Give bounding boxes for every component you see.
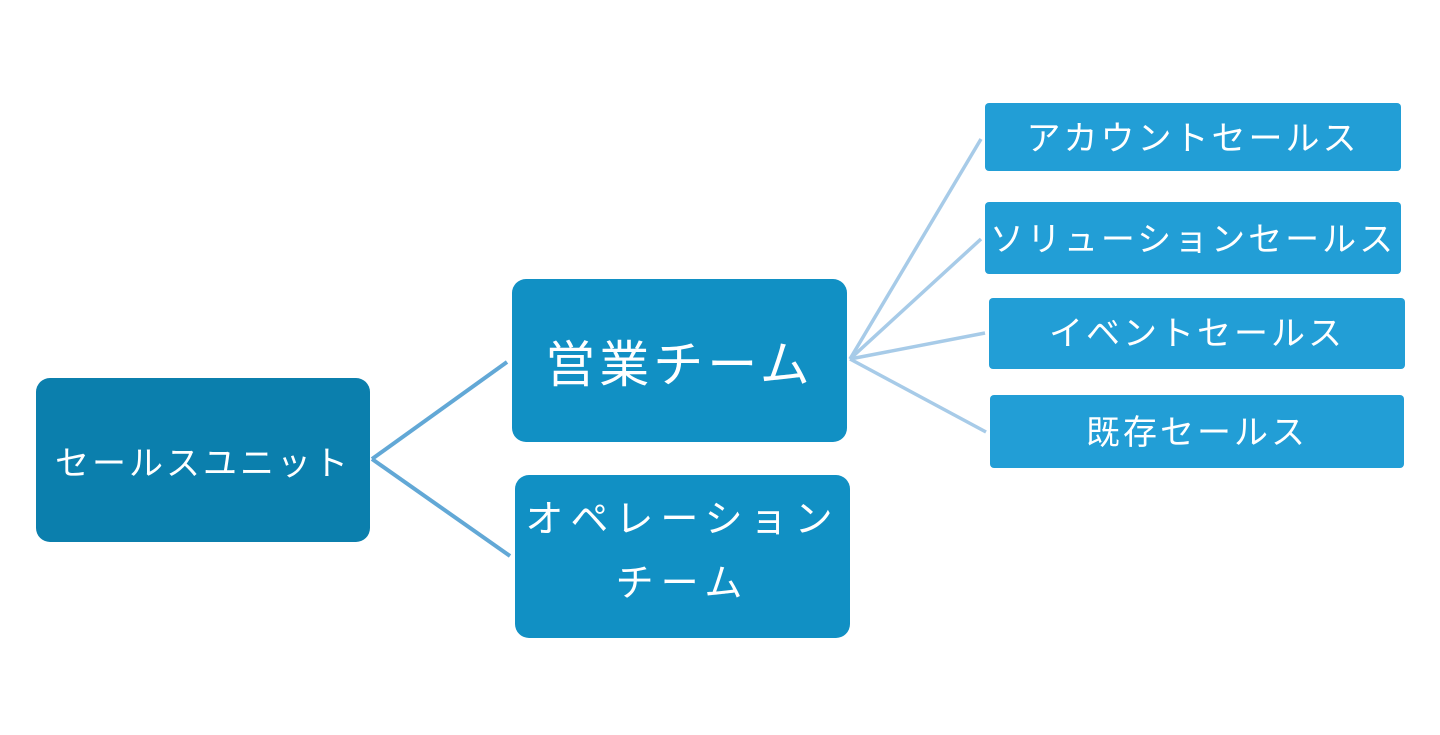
existing-sales-label: 既存セールス [1086, 413, 1308, 453]
connector-root-to-sales-team [370, 360, 509, 461]
node-existing-sales: 既存セールス [990, 395, 1404, 468]
solution-sales-label: ソリューションセールス [989, 220, 1397, 260]
connector-sales-to-event-sales [849, 331, 986, 361]
operations-team-label-line1: オペレーション [525, 496, 840, 541]
root-node-sales-unit: セールスユニット [36, 378, 370, 542]
node-operations-team: オペレーション チーム [515, 475, 850, 638]
node-solution-sales: ソリューションセールス [985, 202, 1401, 274]
account-sales-label: アカウントセールス [1026, 119, 1360, 159]
node-account-sales: アカウントセールス [985, 103, 1401, 171]
connector-root-to-operations-team [370, 457, 512, 558]
root-node-label: セールスユニット [55, 443, 351, 484]
node-sales-team: 営業チーム [512, 279, 847, 442]
connector-sales-to-existing-sales [849, 357, 987, 434]
operations-team-label-line2: チーム [615, 560, 750, 605]
sales-team-label: 営業チーム [545, 335, 814, 394]
event-sales-label: イベントセールス [1049, 314, 1345, 354]
connector-sales-to-account-sales [848, 138, 983, 360]
node-event-sales: イベントセールス [989, 298, 1405, 369]
connector-sales-to-solution-sales [848, 237, 983, 361]
